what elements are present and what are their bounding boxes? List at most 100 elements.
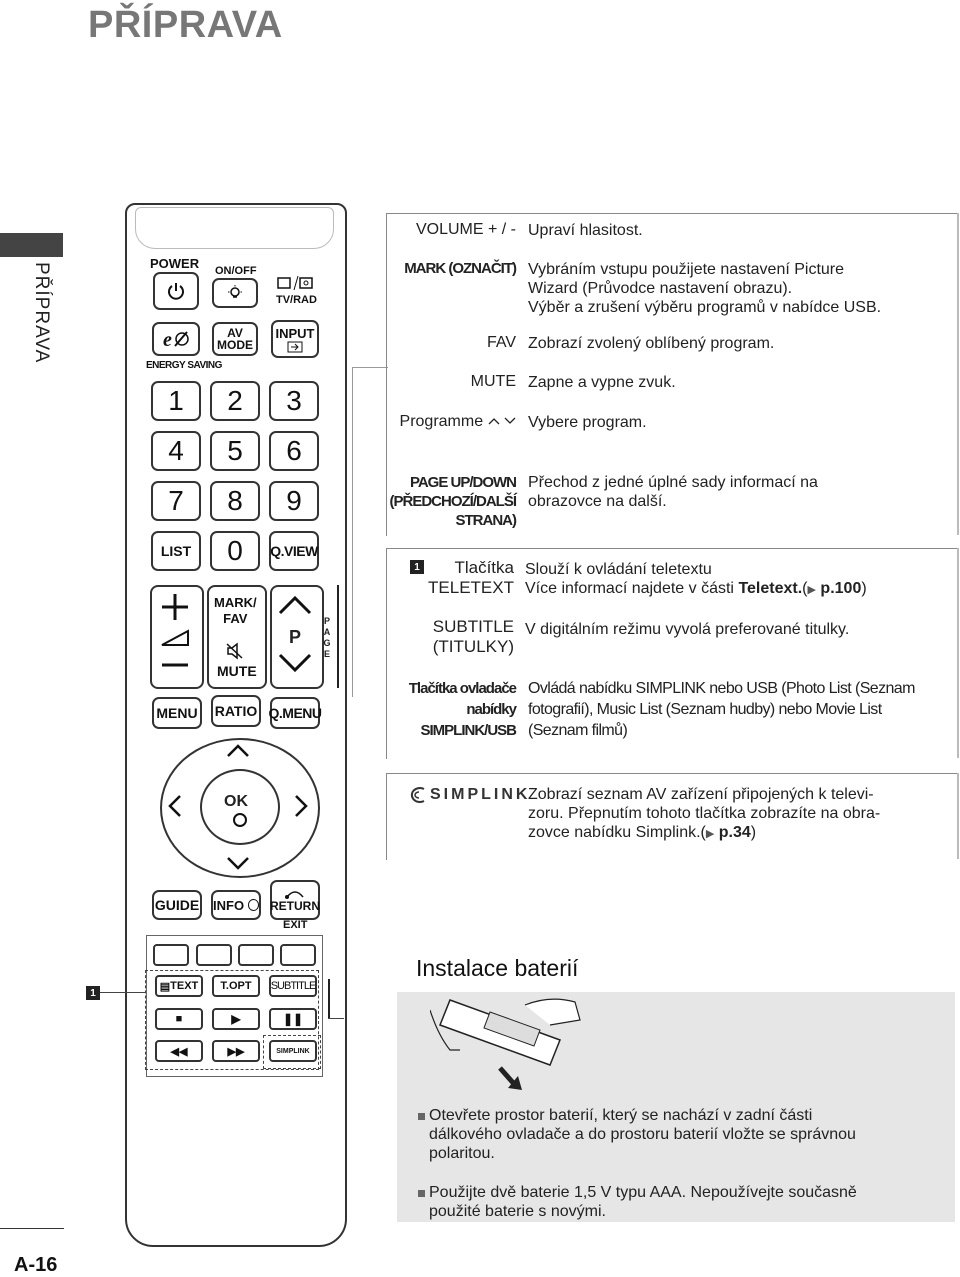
list-button[interactable]: LIST [151, 531, 201, 571]
yellow-button[interactable] [238, 944, 274, 966]
simplink-connector [328, 1018, 344, 1019]
mute-icon [225, 642, 245, 665]
subtitle-text: V digitálním režimu vyvolá preferované t… [525, 621, 850, 638]
rewind-icon: ◀◀ [170, 1045, 188, 1058]
mark-fav-button[interactable]: MARK/FAV [214, 595, 257, 626]
energy-saving-label: ENERGY SAVING [146, 360, 222, 371]
lightbulb-icon [228, 285, 242, 298]
bullet-square-icon [418, 1190, 425, 1197]
info-icon [247, 899, 259, 911]
simplink-button[interactable]: SIMPLINK [269, 1040, 317, 1062]
navigation-pad[interactable] [160, 738, 320, 878]
svg-text:e: e [163, 329, 172, 350]
power-button[interactable] [153, 272, 199, 310]
key-7[interactable]: 7 [151, 481, 201, 521]
mute-text: Zapne a vypne zvuk. [528, 374, 676, 391]
green-button[interactable] [196, 944, 232, 966]
on-off-label: ON/OFF [215, 265, 257, 277]
power-label: POWER [150, 256, 200, 271]
input-button[interactable]: INPUT [271, 320, 319, 358]
simplink-text: Zobrazí seznam AV zařízení připojených k… [528, 786, 881, 841]
mute-button-label[interactable]: MUTE [217, 663, 257, 679]
key-2[interactable]: 2 [210, 381, 260, 421]
programme-rocker[interactable]: P [270, 585, 324, 689]
t-opt-button[interactable]: T.OPT [212, 975, 260, 997]
marker-line [100, 992, 145, 993]
fast-forward-button[interactable]: ▶▶ [212, 1040, 260, 1062]
teletext-text: Slouží k ovládání teletextu Více informa… [525, 561, 867, 597]
q-menu-button[interactable]: Q.MENU [269, 697, 322, 729]
key-6[interactable]: 6 [269, 431, 319, 471]
text-button[interactable]: ▤TEXT [155, 975, 203, 997]
chevron-icons [278, 595, 312, 673]
play-icon: ▶ [231, 1012, 241, 1026]
volume-icons [161, 594, 189, 667]
side-tab-bar [0, 233, 63, 257]
pause-icon: ❚❚ [282, 1012, 304, 1026]
key-8[interactable]: 8 [210, 481, 260, 521]
box-right-edge-2 [957, 548, 959, 758]
page-text: Přechod z jedné úplné sady informací na … [528, 474, 818, 510]
subtitle-button[interactable]: SUBTITLE [269, 975, 317, 997]
key-4[interactable]: 4 [151, 431, 201, 471]
pointer-arrow-icon: ▶ [807, 584, 816, 596]
pointer-arrow-icon: ▶ [705, 828, 715, 840]
key-5[interactable]: 5 [210, 431, 260, 471]
menu-button[interactable]: MENU [152, 697, 202, 729]
remote-ir-window [135, 207, 334, 249]
simplink-outline [263, 1035, 321, 1069]
rewind-button[interactable]: ◀◀ [155, 1040, 203, 1062]
av-mode-button[interactable]: AV MODE [212, 322, 258, 356]
fast-forward-icon: ▶▶ [227, 1045, 245, 1058]
stop-button[interactable]: ■ [155, 1008, 203, 1030]
install-bullet-2: Použijte dvě baterie 1,5 V typu AAA. Nep… [418, 1183, 857, 1221]
fav-text: Zobrazí zvolený oblíbený program. [528, 335, 775, 352]
mark-text: Vybráním vstupu použijete nastavení Pict… [528, 261, 882, 316]
key-9[interactable]: 9 [269, 481, 319, 521]
teletext-badge: 1 [410, 560, 424, 574]
install-bullet-1: Otevřete prostor baterií, který se nachá… [418, 1106, 856, 1163]
tv-rad-button[interactable] [271, 272, 317, 294]
return-button[interactable]: RETURN [270, 880, 320, 920]
text-icon: ▤ [159, 980, 171, 993]
input-label: INPUT [275, 325, 315, 341]
energy-saving-button[interactable]: e [152, 322, 200, 356]
battery-illustration [429, 990, 590, 1105]
simplink-control-label: Tlačítka ovladače nabídky SIMPLINK/USB [408, 680, 517, 739]
tv-rad-label: TV/RAD [276, 294, 317, 306]
key-3[interactable]: 3 [269, 381, 319, 421]
play-button[interactable]: ▶ [212, 1008, 260, 1030]
volume-label: VOLUME + / - [415, 221, 516, 238]
return-arrow-icon [285, 891, 304, 899]
ok-button[interactable]: OK [200, 769, 280, 845]
description-box-simplink [386, 773, 959, 860]
input-icon [287, 341, 303, 352]
key-1[interactable]: 1 [151, 381, 201, 421]
key-0[interactable]: 0 [210, 531, 260, 571]
ratio-button[interactable]: RATIO [211, 695, 261, 727]
fav-label: FAV [486, 334, 516, 351]
volume-text: Upraví hlasitost. [528, 222, 643, 239]
energy-saving-icon: e [163, 329, 189, 350]
simplink-logo: SIMPLINK [408, 786, 530, 804]
guide-button[interactable]: GUIDE [152, 890, 202, 920]
chevron-down-icon [504, 417, 516, 424]
teletext-label: Tlačítka TELETEXT [428, 558, 514, 597]
blue-button[interactable] [280, 944, 316, 966]
mute-label: MUTE [470, 373, 516, 390]
tv-radio-icon [277, 275, 313, 291]
exit-label: EXIT [283, 919, 308, 931]
teletext-group-outline [145, 970, 319, 1070]
page-bracket [337, 585, 339, 688]
info-button[interactable]: INFO [211, 890, 261, 920]
volume-rocker[interactable] [150, 585, 204, 689]
av-mode-label-top: AV [227, 326, 243, 340]
color-button-panel [146, 935, 323, 1077]
red-button[interactable] [153, 944, 189, 966]
box-right-edge [957, 213, 959, 535]
pause-button[interactable]: ❚❚ [269, 1008, 317, 1030]
q-view-button[interactable]: Q.VIEW [269, 531, 319, 571]
programme-text: Vybere program. [528, 414, 647, 431]
footer-divider [0, 1228, 64, 1229]
on-off-button[interactable] [212, 278, 258, 308]
